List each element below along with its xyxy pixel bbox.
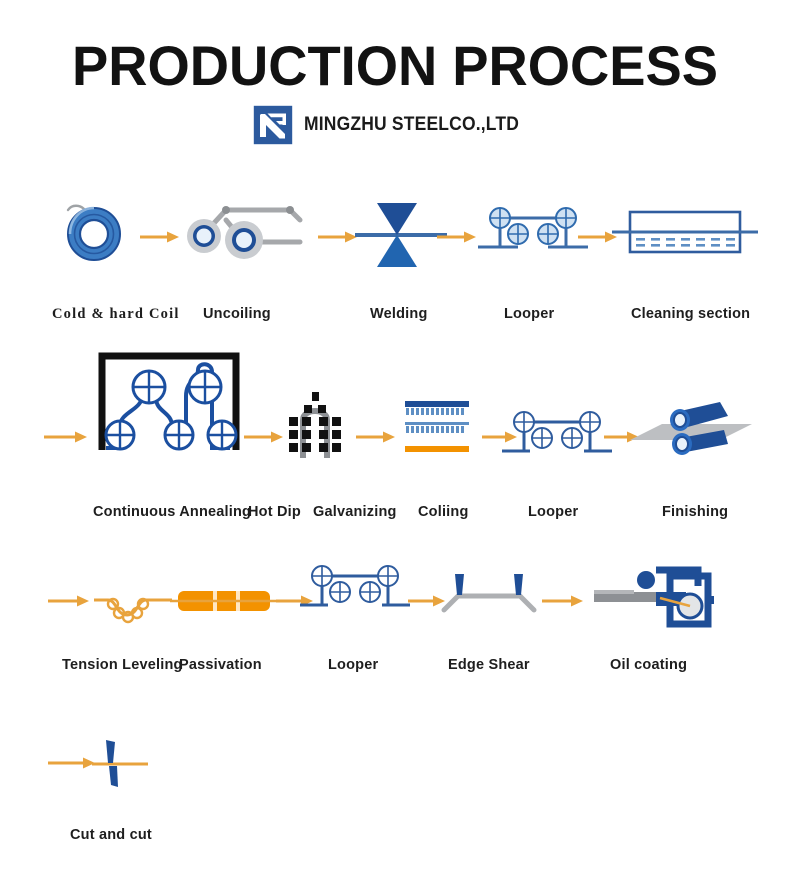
cutting-blade-icon	[92, 740, 148, 787]
brand-name: MINGZHU STEELCO.,LTD	[304, 114, 520, 135]
stage-label-oil-coating: Oil coating	[610, 657, 688, 673]
oil-coating-icon	[594, 566, 714, 628]
welding-bowtie-icon	[355, 203, 447, 267]
process-row-4: Cut and cut	[0, 726, 790, 843]
edge-shear-icon	[441, 574, 537, 613]
stage-label-galvanizing: Galvanizing	[313, 504, 397, 520]
stage-icon-oil-coating	[594, 562, 714, 638]
flow-arrow-icon	[482, 430, 518, 444]
stage-icon-passivation	[170, 588, 280, 618]
flow-arrow-icon	[578, 230, 618, 244]
flow-arrow-icon	[48, 756, 96, 770]
stage-label-continuous-annealing: Continuous Annealing	[93, 504, 252, 520]
stage-icon-looper	[502, 408, 612, 464]
cleaning-tank-icon	[612, 210, 758, 254]
stage-label-cleaning-section: Cleaning section	[631, 306, 751, 322]
stage-label-uncoiling: Uncoiling	[203, 306, 271, 322]
flow-arrow-icon	[140, 230, 180, 244]
stage-icon-coliing	[404, 400, 470, 456]
stage-icon-uncoiling	[182, 196, 310, 268]
stage-label-welding: Welding	[370, 306, 428, 322]
stage-icon-cut-and-cut	[92, 732, 152, 796]
process-row-2: Continuous Annealing Hot Dip Galvanizing…	[0, 348, 790, 520]
looper-rollers-icon	[478, 207, 588, 249]
stage-label-looper: Looper	[504, 306, 555, 322]
stage-icon-looper	[300, 562, 410, 618]
flow-arrow-icon	[244, 430, 284, 444]
stage-label-cut-and-cut: Cut and cut	[70, 827, 152, 843]
passivation-bar-icon	[170, 591, 280, 611]
flow-arrow-icon	[408, 594, 446, 608]
stage-icon-cleaning-section	[612, 208, 758, 260]
finishing-rolls-icon	[630, 402, 752, 455]
stage-icon-tension-leveling	[94, 582, 172, 632]
flow-arrow-icon	[356, 430, 396, 444]
stage-icon-continuous-annealing	[96, 350, 242, 454]
stage-icon-hot-dip-galvanizing	[284, 390, 346, 462]
mingzhu-square-logo-icon	[252, 104, 294, 146]
process-row-3: Tension Leveling Passivation Looper Edge…	[0, 552, 790, 673]
stage-label-finishing: Finishing	[662, 504, 729, 520]
stage-icon-edge-shear	[440, 568, 538, 620]
stage-icon-looper	[478, 204, 588, 260]
flow-arrow-icon	[318, 230, 358, 244]
coiling-bands-icon	[405, 401, 469, 452]
looper-rollers-icon	[300, 565, 410, 607]
stage-label-passivation: Passivation	[179, 657, 262, 673]
flow-arrow-icon	[48, 594, 90, 608]
flow-arrow-icon	[44, 430, 88, 444]
looper-rollers-icon	[502, 411, 612, 453]
flow-arrow-icon	[542, 594, 584, 608]
stage-label-coliing: Coliing	[418, 504, 469, 520]
brand-row: MINGZHU STEELCO.,LTD	[0, 104, 790, 146]
flow-arrow-icon	[437, 230, 477, 244]
stage-icon-finishing	[628, 396, 754, 462]
stage-icon-welding	[355, 198, 447, 268]
uncoiler-machine-icon	[187, 206, 303, 259]
process-row-1: Cold & hard Coil Uncoiling Welding Loope…	[0, 190, 790, 322]
stage-icon-cold-hard-coil	[60, 196, 130, 268]
annealing-furnace-icon	[98, 352, 240, 451]
hot-dip-arch-icon	[289, 392, 341, 458]
stage-label-tension-leveling: Tension Leveling	[62, 657, 183, 673]
stage-label-looper: Looper	[328, 657, 379, 673]
tension-leveling-icon	[94, 597, 172, 624]
stage-label-cold-hard-coil: Cold & hard Coil	[52, 306, 180, 322]
steel-coil-icon	[66, 204, 121, 261]
page-title: PRODUCTION PROCESS	[72, 34, 718, 97]
flow-arrow-icon	[604, 430, 640, 444]
stage-label-hot-dip: Hot Dip	[248, 504, 301, 520]
stage-label-edge-shear: Edge Shear	[448, 657, 530, 673]
stage-label-looper: Looper	[528, 504, 579, 520]
